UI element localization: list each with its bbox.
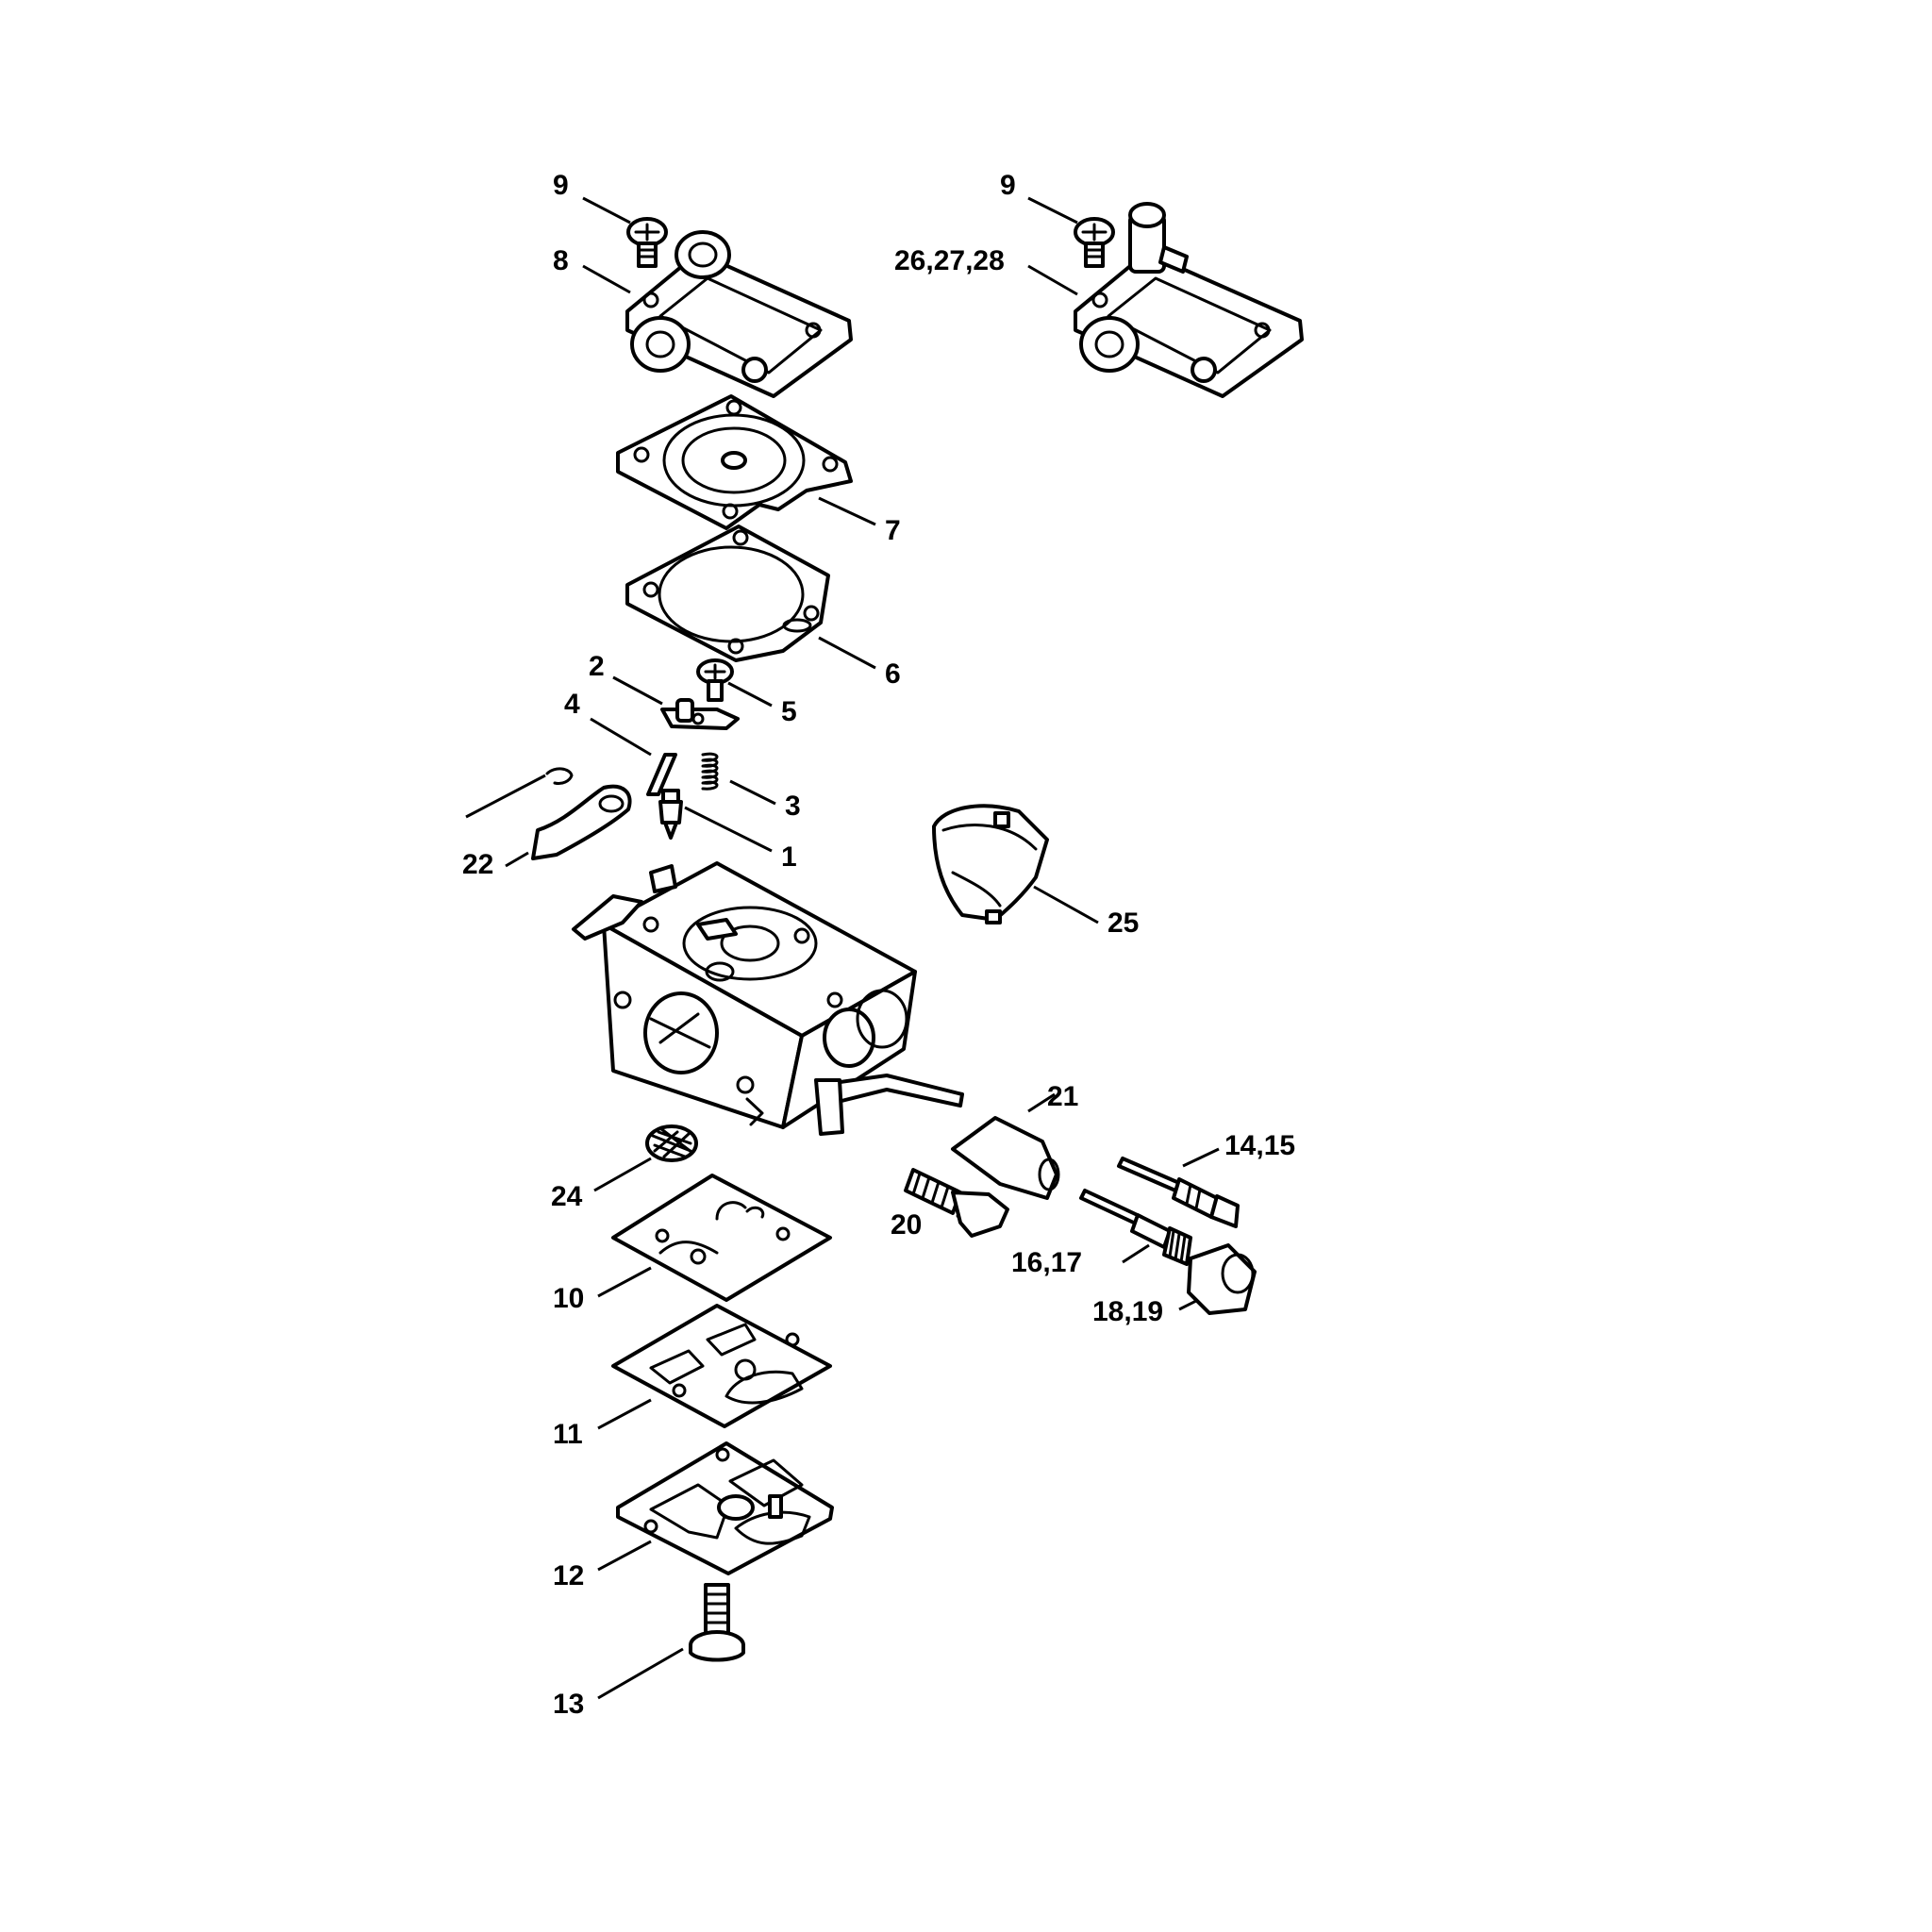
label-6: 6 <box>885 658 901 690</box>
label-13: 13 <box>553 1689 584 1720</box>
label-11: 11 <box>553 1419 583 1450</box>
label-1: 1 <box>781 841 797 873</box>
limiter-cap-18-19 <box>1187 1243 1257 1315</box>
label-22: 22 <box>462 849 493 880</box>
screw-5 <box>696 658 734 702</box>
label-26-27-28: 26,27,28 <box>894 245 1005 276</box>
part-21 <box>951 1116 1060 1200</box>
screw-13 <box>689 1583 745 1662</box>
part-20 <box>904 1168 1009 1238</box>
label-18-19: 18,19 <box>1092 1296 1163 1327</box>
label-24: 24 <box>551 1181 583 1212</box>
lever-2 <box>660 698 740 730</box>
needle-valve-1 <box>658 789 683 840</box>
label-7: 7 <box>885 515 901 546</box>
label-10: 10 <box>553 1283 584 1314</box>
pump-cover-26-27-28 <box>1074 202 1304 398</box>
gasket-10 <box>611 1174 832 1302</box>
spring-3 <box>701 752 719 791</box>
label-5: 5 <box>781 696 797 727</box>
screen-24 <box>645 1124 698 1162</box>
label-25: 25 <box>1108 908 1139 939</box>
part-labels: 9 8 9 26,27,28 7 6 2 5 4 3 1 22 25 21 14… <box>462 170 1295 1720</box>
label-9-left: 9 <box>553 170 569 201</box>
arm-22 <box>531 767 632 860</box>
label-2: 2 <box>589 651 605 682</box>
gasket-11 <box>611 1304 832 1428</box>
cap-25 <box>932 804 1049 924</box>
label-4: 4 <box>564 689 580 720</box>
metering-plate-12 <box>616 1441 834 1575</box>
label-21: 21 <box>1047 1081 1078 1112</box>
carburetor-body <box>572 861 964 1136</box>
label-8: 8 <box>553 245 569 276</box>
label-9-right: 9 <box>1000 170 1016 201</box>
label-12: 12 <box>553 1560 584 1591</box>
label-3: 3 <box>785 791 801 822</box>
diaphragm-7 <box>616 394 853 530</box>
adjuster-screw-14-15 <box>1117 1157 1240 1228</box>
adjuster-screw-16-17 <box>1079 1189 1192 1266</box>
label-14-15: 14,15 <box>1224 1130 1295 1161</box>
pump-cover-8 <box>625 230 853 398</box>
screw-9-right <box>1074 217 1115 268</box>
label-16-17: 16,17 <box>1011 1247 1082 1278</box>
label-20: 20 <box>891 1209 922 1241</box>
gasket-6 <box>625 525 830 662</box>
pin-4 <box>646 753 677 796</box>
screw-9-left <box>626 217 668 268</box>
